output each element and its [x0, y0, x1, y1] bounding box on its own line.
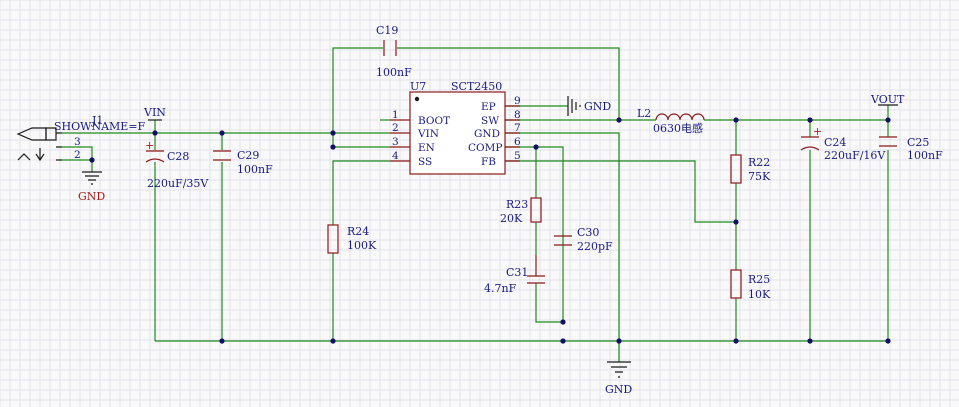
junctions — [89, 117, 891, 344]
vout-label: VOUT — [870, 93, 905, 106]
vin-label: VIN — [143, 106, 166, 119]
capacitor-c31: C31 4.7nF — [484, 255, 545, 295]
capacitor-c30: C30 220pF — [554, 226, 613, 253]
resistor-r25: R25 10K — [730, 269, 771, 301]
u7-pin1-num: 1 — [392, 109, 399, 121]
resistor-r22: R22 75K — [730, 154, 771, 184]
c25-ref: C25 — [907, 136, 929, 149]
r24-value: 100K — [347, 239, 377, 252]
u7-pin6-num: 6 — [514, 136, 521, 148]
ground-symbol-ep: GND — [567, 96, 611, 116]
c30-value: 220pF — [577, 240, 613, 253]
c19-ref: C19 — [376, 24, 398, 37]
c29-ref: C29 — [237, 149, 259, 162]
j1-ref: J1 — [91, 114, 103, 127]
u7-pin8-num: 8 — [514, 109, 521, 121]
svg-text:+: + — [145, 139, 154, 152]
u7-pin4-num: 4 — [392, 150, 399, 162]
r25-value: 10K — [748, 288, 771, 301]
c31-ref: C31 — [506, 266, 528, 279]
capacitor-c28: + C28 220uF/35V — [145, 139, 209, 190]
u7-pin1-name: BOOT — [418, 115, 450, 127]
r23-value: 20K — [500, 212, 523, 225]
r23-ref: R23 — [506, 198, 528, 211]
u7-ref: U7 — [410, 80, 426, 93]
c28-value: 220uF/35V — [147, 177, 209, 190]
u7-pin3-num: 3 — [392, 136, 399, 148]
l2-ref: L2 — [637, 107, 651, 120]
u7-pin9-num: 9 — [514, 95, 521, 107]
u7-pin2-num: 2 — [392, 122, 399, 134]
u7-pin4-name: SS — [418, 156, 432, 168]
gnd-label-connector: GND — [78, 190, 105, 203]
capacitor-c25: C25 100nF — [879, 136, 943, 162]
ic-u7: U7 SCT2450 1 2 3 4 BOOT VIN EN SS 9 8 7 … — [390, 80, 521, 175]
ground-symbol-connector — [82, 171, 102, 185]
ground-symbol-main: GND — [605, 361, 632, 396]
c24-value: 220uF/16V — [824, 149, 886, 162]
c30-ref: C30 — [577, 226, 599, 239]
u7-pin5-num: 5 — [514, 150, 521, 162]
u7-pin7-name: GND — [474, 128, 500, 140]
c28-ref: C28 — [167, 150, 189, 163]
r22-ref: R22 — [748, 156, 770, 169]
j1-pin-2: 2 — [74, 149, 81, 161]
r24-ref: R24 — [347, 225, 369, 238]
net-label-vout: VOUT — [870, 93, 905, 106]
gnd-label-main: GND — [605, 383, 632, 396]
resistor-r23: R23 20K — [500, 197, 542, 225]
resistor-r24: R24 100K — [327, 224, 377, 254]
l2-value: 0630电感 — [653, 122, 703, 135]
c25-value: 100nF — [907, 149, 943, 162]
c24-ref: C24 — [824, 136, 846, 149]
gnd-label-ep: GND — [584, 100, 611, 113]
inductor-l2: L2 0630电感 — [637, 107, 705, 135]
connector-j1: J1 SHOWNAME=F 3 2 GND — [16, 114, 146, 203]
u7-pin5-name: FB — [481, 156, 496, 168]
u7-pin2-name: VIN — [417, 128, 439, 140]
u7-pin3-name: EN — [418, 142, 435, 154]
u7-pin7-num: 7 — [514, 122, 521, 134]
c29-value: 100nF — [237, 163, 273, 176]
net-label-vin: VIN — [143, 106, 166, 121]
j1-pin-3: 3 — [74, 136, 81, 148]
r22-value: 75K — [748, 170, 771, 183]
u7-pin9-name: EP — [481, 101, 496, 113]
c31-value: 4.7nF — [484, 282, 517, 295]
capacitor-c19: C19 100nF — [376, 24, 412, 79]
u7-pin6-name: COMP — [468, 142, 502, 154]
capacitor-c29: C29 100nF — [213, 149, 273, 176]
c19-value: 100nF — [376, 66, 412, 79]
u7-pin8-name: SW — [481, 115, 499, 127]
capacitor-c24: + C24 220uF/16V — [800, 125, 886, 162]
svg-text:+: + — [813, 125, 822, 138]
j1-showname: SHOWNAME=F — [54, 120, 146, 133]
u7-part: SCT2450 — [451, 80, 502, 93]
r25-ref: R25 — [748, 273, 770, 286]
